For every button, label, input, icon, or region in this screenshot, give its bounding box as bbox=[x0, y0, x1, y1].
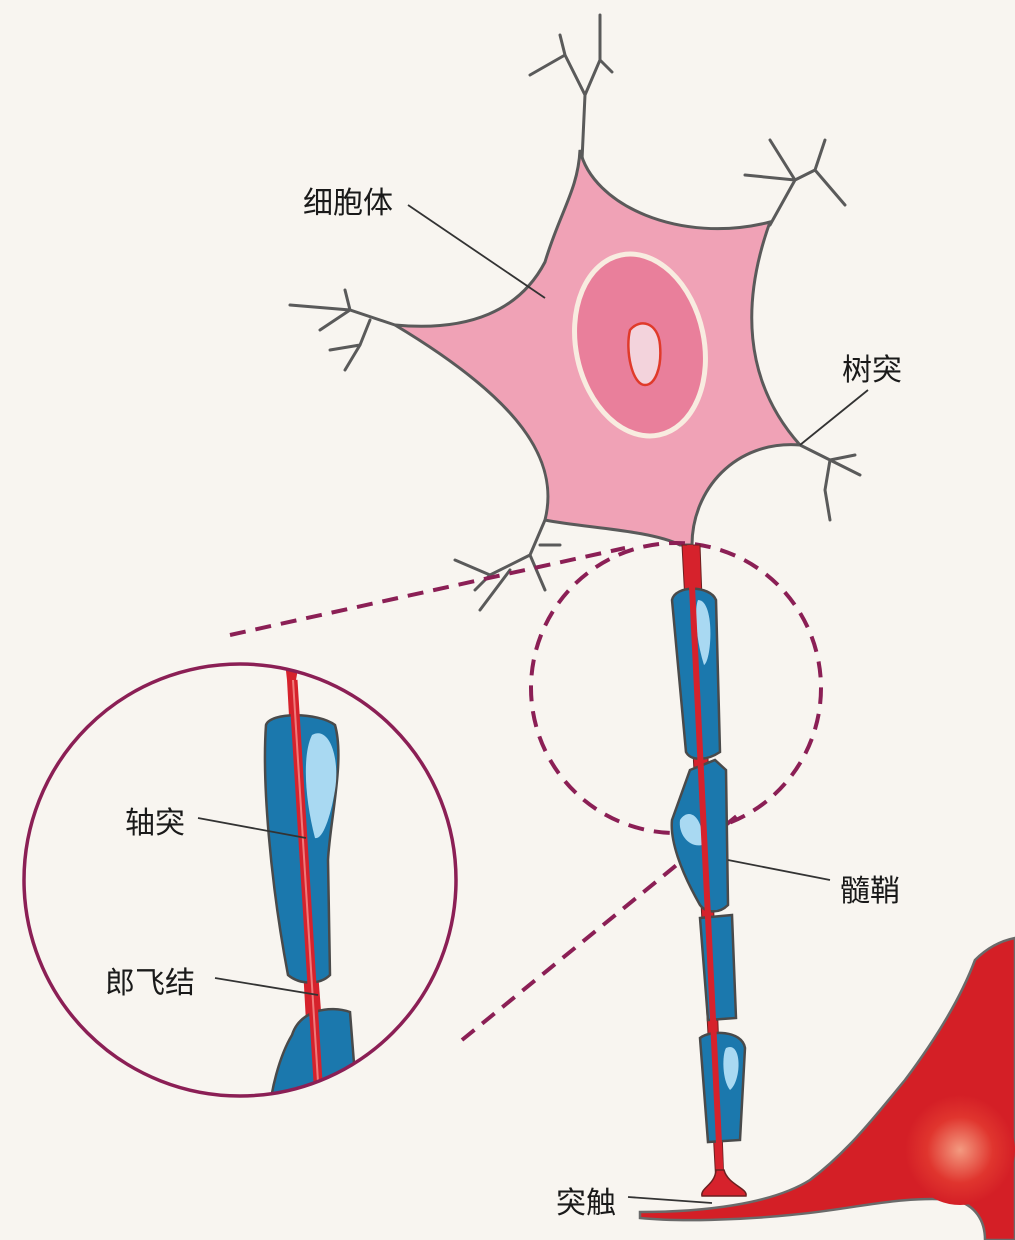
axon-terminal bbox=[701, 1169, 747, 1197]
label-axon: 轴突 bbox=[125, 806, 185, 841]
postsynaptic-glow bbox=[905, 1095, 1015, 1205]
label-node-of-ranvier: 郎飞结 bbox=[105, 966, 195, 1001]
myelin-segments bbox=[670, 587, 747, 1144]
label-synapse: 突触 bbox=[556, 1186, 616, 1221]
label-cell-body: 细胞体 bbox=[303, 186, 393, 221]
label-myelin-sheath: 髓鞘 bbox=[840, 874, 900, 909]
axon-over-myelin bbox=[687, 544, 724, 1186]
magnifier-circle bbox=[22, 662, 458, 1098]
leader-lines bbox=[197, 204, 869, 1204]
magnified-axon bbox=[263, 664, 360, 1096]
label-dendrite: 树突 bbox=[842, 353, 902, 388]
nucleolus bbox=[627, 322, 662, 387]
dendrite-branches bbox=[288, 13, 862, 612]
